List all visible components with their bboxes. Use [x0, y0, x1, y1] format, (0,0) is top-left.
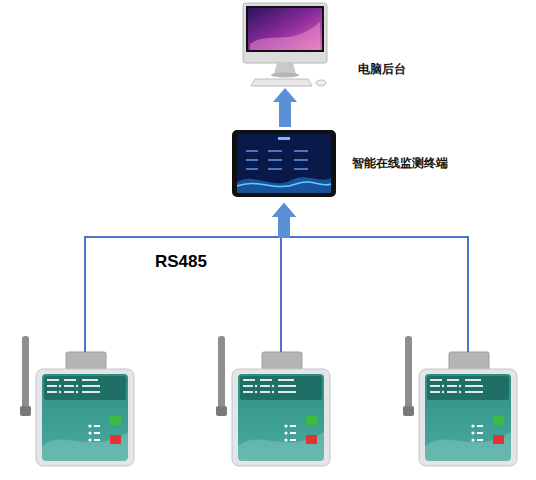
monitor-bezel	[243, 3, 327, 63]
monitor-screen	[248, 8, 322, 50]
screen-title	[278, 137, 290, 140]
flow-arrow	[278, 217, 290, 238]
bus-wire	[281, 237, 284, 352]
monitor-device	[403, 336, 517, 466]
screen-wave	[237, 177, 331, 193]
stand-base	[271, 73, 299, 78]
terminal-illustration	[232, 130, 336, 197]
screen-glow	[250, 22, 320, 50]
flow-arrow	[278, 217, 290, 238]
bus-label: RS485	[155, 252, 207, 272]
node-label: 智能在线监测终端	[352, 155, 448, 172]
flow-arrow	[278, 217, 290, 238]
tablet-screen	[237, 134, 331, 193]
monitor-device	[20, 336, 134, 466]
monitor-device	[216, 336, 330, 466]
flow-arrow	[279, 102, 291, 127]
keyboard	[251, 79, 312, 86]
device-node	[419, 352, 517, 466]
node-label: 电脑后台	[358, 61, 406, 78]
connector	[284, 217, 468, 352]
monitor-stand	[274, 63, 296, 74]
computer-illustration	[243, 3, 327, 86]
connector	[285, 102, 286, 127]
bus-wire	[284, 237, 468, 352]
tablet-body	[232, 130, 336, 197]
computer-node: 电脑后台	[243, 3, 327, 87]
monitor-frame	[246, 6, 324, 52]
terminal-node: 智能在线监测终端	[232, 130, 336, 197]
connector	[85, 217, 284, 352]
device-node	[36, 352, 134, 466]
bus-wire	[85, 237, 284, 352]
connector	[281, 217, 284, 352]
screen-wave-line	[237, 182, 331, 187]
screen-menu	[246, 150, 308, 170]
device-node	[232, 352, 330, 466]
mouse	[316, 80, 326, 86]
